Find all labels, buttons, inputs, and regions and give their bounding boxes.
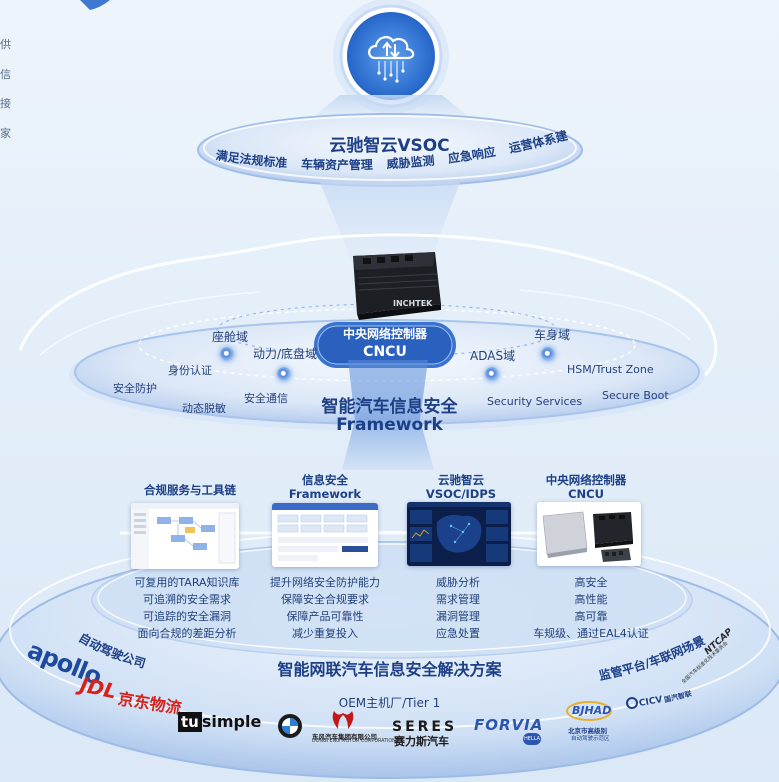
framework-title-en: Framework xyxy=(336,415,443,435)
domain-adas-node xyxy=(485,367,499,381)
feature-protection: 安全防护 xyxy=(113,382,157,395)
cncu-name-cn: 中央网络控制器 xyxy=(342,327,427,341)
domain-body-node xyxy=(541,347,555,361)
card-cncu-title-2: CNCU xyxy=(568,487,604,501)
domain-cabin-node xyxy=(220,347,234,361)
card-vsoc-feature-4: 应急处置 xyxy=(436,627,480,640)
bjhad-cn-2: 自动驾驶示范区 xyxy=(571,736,610,742)
card-framework-title-2: Framework xyxy=(288,487,362,501)
domain-adas: ADAS域 xyxy=(470,349,516,363)
feature-security-services: Security Services xyxy=(487,395,583,408)
card-compliance-feature-3: 可追踪的安全漏洞 xyxy=(143,610,231,623)
seres-logo: SERES xyxy=(392,719,458,735)
device-brand: INCHTEK xyxy=(393,299,433,308)
feature-secure-comm: 安全通信 xyxy=(244,392,288,405)
solution-title: 智能网联汽车信息安全解决方案 xyxy=(277,660,502,679)
card-cncu-feature-4: 车规级、通过EAL4认证 xyxy=(533,627,649,640)
bjhad-logo: BJHAD xyxy=(572,704,612,717)
feature-secure-boot: Secure Boot xyxy=(602,389,669,402)
domain-power-node xyxy=(277,367,291,381)
card-compliance-screenshot xyxy=(131,503,239,569)
edge-char-1: 供 xyxy=(0,38,11,51)
bmw-logo xyxy=(278,714,302,738)
dongfeng-emblem-icon xyxy=(332,711,354,729)
edge-char-2: 信 xyxy=(0,68,11,81)
card-vsoc-feature-2: 需求管理 xyxy=(436,593,480,606)
cncu-name-en: CNCU xyxy=(363,344,407,360)
feature-hsm: HSM/Trust Zone xyxy=(567,363,654,376)
card-cncu-feature-1: 高安全 xyxy=(574,576,608,589)
domain-power: 动力/底盘域 xyxy=(253,347,318,361)
card-vsoc-feature-3: 漏洞管理 xyxy=(436,610,480,623)
feature-desensitize: 动态脱敏 xyxy=(182,402,226,415)
bjhad-emblem-icon xyxy=(566,701,612,721)
card-vsoc-title-1: 云驰智云 xyxy=(438,473,484,487)
tusimple-logo-tu: tu xyxy=(178,712,202,732)
cicv-emblem-icon xyxy=(626,697,638,709)
card-framework-title-1: 信息安全 xyxy=(302,473,348,487)
card-framework-feature-4: 减少重复投入 xyxy=(292,627,358,640)
domain-cabin: 座舱域 xyxy=(212,330,249,344)
vsoc-item-threat: 威胁监测 xyxy=(386,152,435,171)
card-vsoc-title-2: VSOC/IDPS xyxy=(425,487,497,501)
card-compliance-title: 合规服务与工具链 xyxy=(144,483,236,497)
card-cncu-title-1: 中央网络控制器 xyxy=(545,473,627,487)
card-compliance-feature-4: 面向合规的差距分析 xyxy=(137,627,237,640)
card-vsoc-screenshot xyxy=(407,502,511,566)
dongfeng-name: 东风汽车集团有限公司 xyxy=(312,733,377,741)
oem-label: OEM主机厂/Tier 1 xyxy=(338,696,441,710)
card-framework-screenshot xyxy=(272,503,378,567)
bjhad-cn: 北京市高级别 xyxy=(568,727,607,735)
cloud-upload-icon xyxy=(368,36,415,83)
card-vsoc-feature-1: 威胁分析 xyxy=(436,576,480,589)
dongfeng-name-en: DONGFENG MOTOR CORPORATION xyxy=(312,739,396,744)
edge-char-3: 接 xyxy=(0,97,11,110)
tusimple-logo-simple: simple xyxy=(201,712,262,731)
vsoc-item-assets: 车辆资产管理 xyxy=(301,156,373,172)
feature-identity: 身份认证 xyxy=(168,364,212,377)
vsoc-title: 云驰智云VSOC xyxy=(329,136,450,156)
card-framework-feature-2: 保障安全合规要求 xyxy=(281,593,369,606)
card-cncu-feature-2: 高性能 xyxy=(574,593,608,606)
hella-logo: HELLA xyxy=(523,733,541,745)
edge-char-4: 家 xyxy=(0,127,11,140)
forvia-logo: FORVIA xyxy=(474,716,544,734)
card-cncu-photo xyxy=(537,502,641,566)
card-framework-feature-1: 提升网络安全防护能力 xyxy=(270,576,380,589)
card-compliance-feature-1: 可复用的TARA知识库 xyxy=(134,576,240,589)
framework-title-cn: 智能汽车信息安全 xyxy=(321,397,458,417)
domain-body: 车身域 xyxy=(534,328,571,342)
cncu-device-image: INCHTEK xyxy=(353,252,441,320)
card-compliance-feature-2: 可追溯的安全需求 xyxy=(143,593,231,606)
seres-cn: 赛力斯汽车 xyxy=(394,735,449,748)
card-cncu-feature-3: 高可靠 xyxy=(574,610,608,623)
card-framework-feature-3: 保障产品可靠性 xyxy=(286,610,364,623)
